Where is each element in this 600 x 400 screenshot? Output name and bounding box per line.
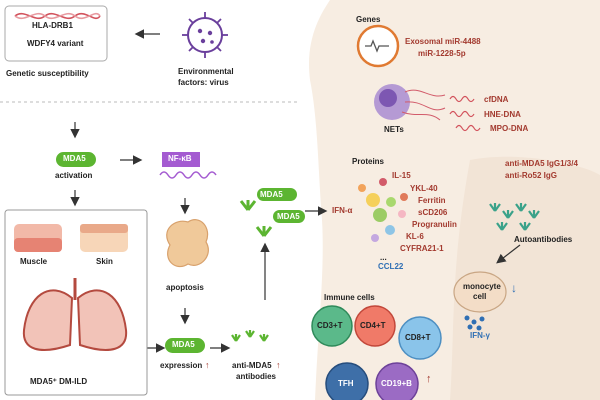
monocyte-cell-icon xyxy=(453,271,507,313)
immune-cells-title: Immune cells xyxy=(324,293,375,302)
cell-cd19b-label: CD19+B xyxy=(381,379,412,388)
autoantibodies-label: Autoantibodies xyxy=(514,235,573,244)
ifn-gamma-dots xyxy=(464,315,485,331)
skin-tissue-icon xyxy=(80,224,128,252)
environmental-line2: factors: virus xyxy=(178,78,229,87)
nets-label: NETs xyxy=(384,125,404,134)
gene-hla-drb1: HLA-DRB1 xyxy=(32,21,73,30)
mda5-dm-ild-label: MDA5⁺ DM-ILD xyxy=(30,377,88,386)
protein-progranulin: Progranulin xyxy=(412,220,457,229)
mda5-activation-label: MDA5 xyxy=(63,154,86,163)
nets-item-hne-dna: HNE-DNA xyxy=(484,110,521,119)
cell-tfh-label: TFH xyxy=(338,379,354,388)
mda5-expression-pill xyxy=(165,338,205,353)
protein-ccl22: CCL22 xyxy=(378,262,404,271)
autoantibody-lobe-background xyxy=(450,156,600,400)
apoptosis-cell-icon xyxy=(166,219,209,268)
dna-helix-strand-icon xyxy=(14,12,101,20)
monocyte-line1: monocyte xyxy=(463,282,501,291)
dna-fragment-icons xyxy=(449,95,481,132)
nets-icon xyxy=(374,84,446,121)
nets-item-cfdna: cfDNA xyxy=(484,95,509,104)
cd3-t-cell xyxy=(311,305,353,347)
tfh-cell xyxy=(325,362,369,400)
receptor-mda5-top: MDA5 xyxy=(260,190,283,199)
ifn-gamma-label: IFN-γ xyxy=(470,331,490,340)
protein-il15: IL-15 xyxy=(392,171,411,180)
ifn-alpha-label: IFN-α xyxy=(332,206,353,215)
virus-icon xyxy=(182,12,228,58)
gene-item-2: miR-1228-5p xyxy=(418,49,466,58)
protein-kl6: KL-6 xyxy=(406,232,424,241)
mda5-expression-label: MDA5 xyxy=(172,340,195,349)
genetic-box xyxy=(4,5,108,62)
nfkb-box xyxy=(162,152,200,167)
genetic-susceptibility-caption: Genetic susceptibility xyxy=(6,69,89,78)
gene-icon xyxy=(365,39,389,53)
antibodies-up-arrow: ↑ xyxy=(276,360,281,370)
muscle-tissue-icon xyxy=(14,224,62,252)
genes-title: Genes xyxy=(356,15,381,24)
activation-caption: activation xyxy=(55,171,93,180)
nfkb-dna-icon xyxy=(159,171,217,179)
protein-cyfra21: CYFRA21-1 xyxy=(400,244,444,253)
immune-cell-circles xyxy=(311,305,442,400)
mda5-activation-pill xyxy=(56,152,96,167)
anti-mda5-label: anti-MDA5 xyxy=(232,361,272,370)
antibodies-label: antibodies xyxy=(236,372,277,381)
gene-item-1: Exosomal miR-4488 xyxy=(405,37,481,46)
cd4-t-cell xyxy=(354,305,396,347)
gene-wdfy4: WDFY4 variant xyxy=(27,39,84,48)
protein-dots xyxy=(358,178,408,242)
cd19-b-cell xyxy=(375,362,419,400)
monocyte-down-arrow: ↓ xyxy=(511,281,517,295)
monocyte-line2: cell xyxy=(473,292,487,301)
receptor-mda5-bottom: MDA5 xyxy=(277,212,300,221)
cell-cd3t-label: CD3+T xyxy=(317,321,343,330)
muscle-label: Muscle xyxy=(20,257,48,266)
protein-ykl40: YKL-40 xyxy=(410,184,438,193)
nfkb-label: NF-κB xyxy=(168,154,192,163)
autoantibody-anti-ro52: anti-Ro52 IgG xyxy=(505,171,558,180)
environmental-line1: Environmental xyxy=(178,67,234,76)
cell-cd4t-label: CD4+T xyxy=(360,321,386,330)
expression-up-arrow: ↑ xyxy=(205,360,210,370)
protein-scd206: sCD206 xyxy=(418,208,448,217)
expression-caption: expression xyxy=(160,361,203,370)
protein-ellipsis: ... xyxy=(380,253,387,262)
flow-arrows xyxy=(70,29,521,353)
cd19-up-arrow: ↑ xyxy=(426,373,432,385)
lung-icon xyxy=(22,278,128,351)
mda5-receptor-icons xyxy=(239,188,305,237)
skin-label: Skin xyxy=(96,257,113,266)
cell-cd8t-label: CD8+T xyxy=(405,333,431,342)
apoptosis-label: apoptosis xyxy=(166,283,204,292)
cd8-t-cell xyxy=(398,316,442,360)
autoantibody-anti-mda5: anti-MDA5 IgG1/3/4 xyxy=(505,159,578,168)
autoantibody-icons xyxy=(489,203,540,231)
protein-ferritin: Ferritin xyxy=(418,196,446,205)
antibody-cluster-icon xyxy=(231,330,269,342)
nets-item-mpo-dna: MPO-DNA xyxy=(490,124,529,133)
genes-circle xyxy=(356,24,400,68)
proteins-title: Proteins xyxy=(352,157,385,166)
